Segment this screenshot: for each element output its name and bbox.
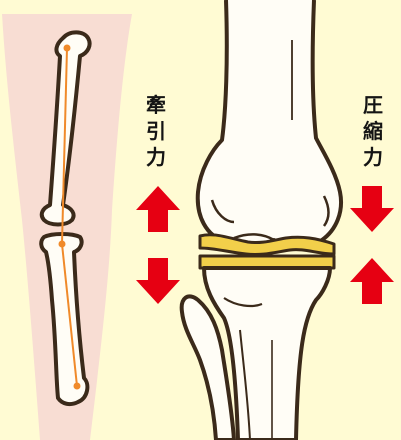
traction-char: 引 [144, 118, 168, 144]
traction-char: 力 [144, 144, 168, 170]
compression-char: 圧 [361, 92, 385, 118]
traction-char: 牽 [144, 92, 168, 118]
compression-char: 縮 [361, 118, 385, 144]
axis-point [59, 241, 66, 248]
axis-point [64, 45, 71, 52]
axis-point [74, 383, 81, 390]
compression-char: 力 [361, 144, 385, 170]
compression-force-label: 圧 縮 力 [361, 92, 385, 170]
traction-force-label: 牽 引 力 [144, 92, 168, 170]
